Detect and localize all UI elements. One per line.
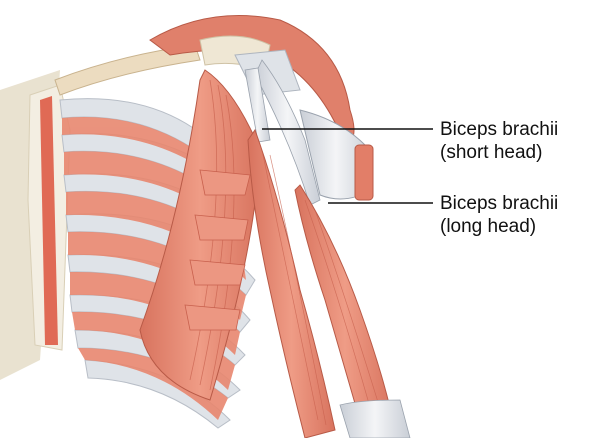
clavicle (54, 44, 201, 96)
costal-cartilage-strip (40, 96, 58, 345)
label-short-head-line2: (short head) (440, 142, 543, 163)
label-biceps-long-head: Biceps brachii (long head) (440, 192, 558, 238)
label-biceps-short-head: Biceps brachii (short head) (440, 118, 558, 164)
biceps-short-head-tendon (244, 67, 271, 143)
label-long-head-line1: Biceps brachii (440, 193, 559, 214)
label-short-head-line1: Biceps brachii (440, 119, 559, 140)
serratus-anterior (184, 169, 251, 331)
deltoid-cut-face (354, 144, 374, 201)
biceps-distal-tendon (339, 399, 411, 438)
label-long-head-line2: (long head) (440, 216, 537, 237)
